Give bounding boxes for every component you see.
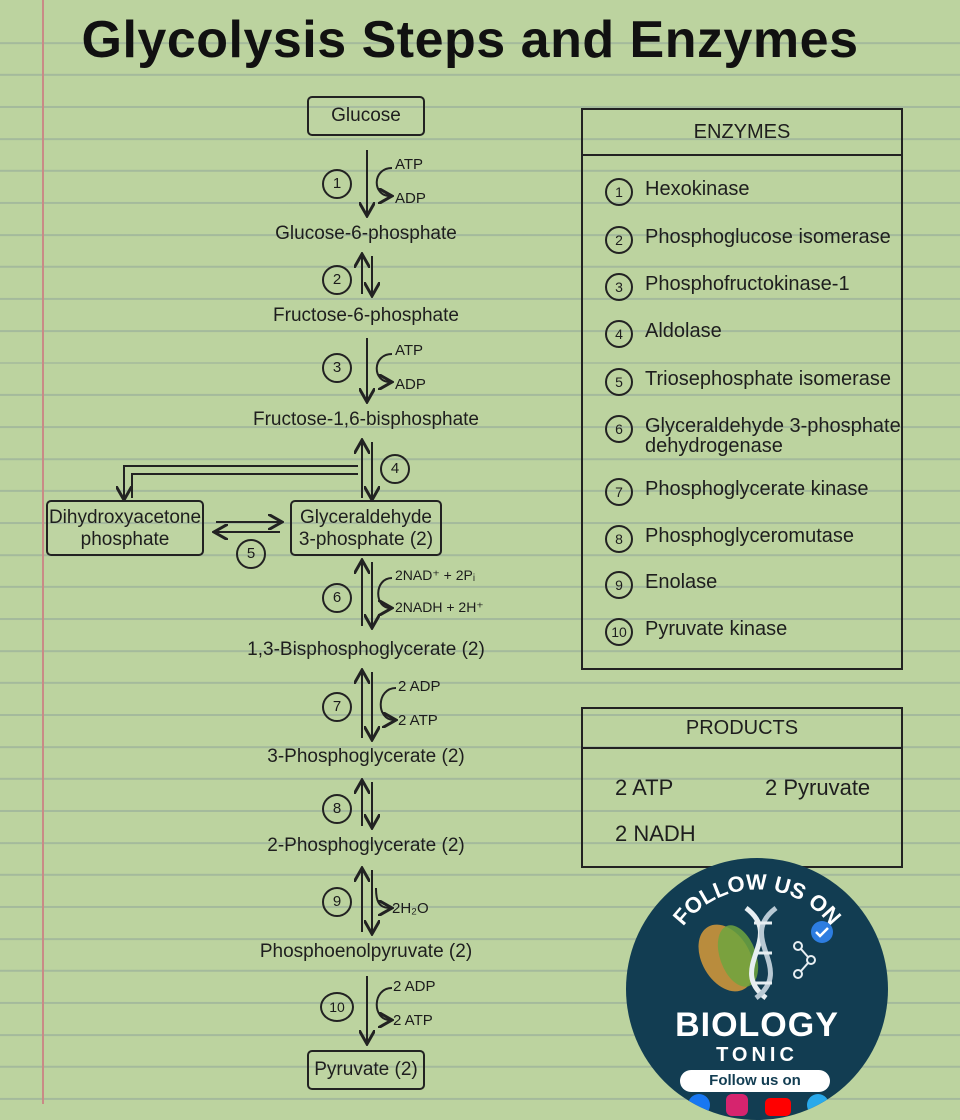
pg3-label: 3-Phosphoglycerate (2) <box>267 746 465 767</box>
arrow-step-4-branch-inner <box>131 473 358 498</box>
g3p-box: Glyceraldehyde 3-phosphate (2) <box>290 500 442 556</box>
step-number-1: 1 <box>322 169 352 199</box>
g6p-label: Glucose-6-phosphate <box>275 223 457 244</box>
cofactor-s7-in: 2 ADP <box>398 678 441 695</box>
cofactor-s10-in: 2 ADP <box>393 978 436 995</box>
cofactor-s3-in: ATP <box>395 342 424 359</box>
dhap-line1: Dihydroxyacetone <box>48 507 202 528</box>
enzyme-label-9: Enolase <box>645 571 718 593</box>
enzyme-label-10: Pyruvate kinase <box>645 618 788 640</box>
badge-brand-1: BIOLOGY <box>675 1006 839 1044</box>
enzyme-number-5: 5 <box>605 368 633 396</box>
enzymes-header: ENZYMES <box>583 110 901 156</box>
cofactor-curve-3 <box>375 353 392 382</box>
step-number-5: 5 <box>236 539 266 569</box>
cofactor-curve-1 <box>375 167 392 196</box>
cofactor-s6-in: 2NAD⁺ + 2Pᵢ <box>395 567 476 583</box>
cofactor-curve-7 <box>379 687 396 720</box>
enzyme-number-3: 3 <box>605 273 633 301</box>
enzyme-label-6: Glyceraldehyde 3-phosphate <box>645 415 901 437</box>
dhap-line2: phosphate <box>80 529 170 550</box>
cofactor-curve-10 <box>375 987 392 1020</box>
notebook-margin-line <box>42 0 44 1104</box>
g3p-line1: Glyceraldehyde <box>299 507 433 528</box>
cofactor-curve-6 <box>377 577 392 608</box>
enzyme-label-4: Aldolase <box>645 320 722 342</box>
enzyme-label-2: Phosphoglucose isomerase <box>645 226 891 248</box>
cofactor-s1-out: ADP <box>395 190 426 207</box>
dhap-box: Dihydroxyacetone phosphate <box>46 500 204 556</box>
cofactor-s9-out: 2H₂O <box>392 900 429 917</box>
enzyme-number-6: 6 <box>605 415 633 443</box>
step-number-9: 9 <box>322 887 352 917</box>
badge-brand-2: TONIC <box>716 1044 798 1066</box>
f6p-label: Fructose-6-phosphate <box>273 305 459 326</box>
step-number-8: 8 <box>322 794 352 824</box>
pep-label: Phosphoenolpyruvate (2) <box>259 941 473 962</box>
facebook-icon[interactable] <box>688 1094 710 1116</box>
enzyme-number-10: 10 <box>605 618 633 646</box>
step-number-4: 4 <box>380 454 410 484</box>
instagram-icon[interactable] <box>726 1094 749 1116</box>
products-header: PRODUCTS <box>583 709 901 749</box>
cofactor-s6-out: 2NADH + 2H⁺ <box>395 599 484 615</box>
enzyme-number-8: 8 <box>605 525 633 553</box>
enzyme-number-9: 9 <box>605 571 633 599</box>
youtube-icon[interactable] <box>764 1098 791 1116</box>
follow-us-pill[interactable]: Follow us on <box>680 1070 830 1092</box>
enzyme-label-6-line2: dehydrogenase <box>645 435 783 457</box>
cofactor-s1-in: ATP <box>395 156 424 173</box>
biology-tonic-badge[interactable]: FOLLOW US ON BIOLOGY TONIC Follow us on <box>626 858 888 1120</box>
enzyme-label-1: Hexokinase <box>645 178 750 200</box>
page-title: Glycolysis Steps and Enzymes <box>81 11 859 69</box>
enzyme-label-5: Triosephosphate isomerase <box>645 368 892 390</box>
cofactor-s7-out: 2 ATP <box>398 712 438 729</box>
telegram-icon[interactable] <box>807 1094 830 1116</box>
f16bp-label: Fructose-1,6-bisphosphate <box>252 409 479 430</box>
enzyme-label-3: Phosphofructokinase-1 <box>645 273 850 295</box>
step-number-6: 6 <box>322 583 352 613</box>
enzyme-number-1: 1 <box>605 178 633 206</box>
step-number-2: 2 <box>322 265 352 295</box>
product-atp: 2 ATP <box>615 775 674 800</box>
pg2-label: 2-Phosphoglycerate (2) <box>267 835 465 856</box>
enzyme-number-4: 4 <box>605 320 633 348</box>
cofactor-s10-out: 2 ATP <box>393 1012 433 1029</box>
social-icons <box>688 1094 830 1120</box>
step-number-7: 7 <box>322 692 352 722</box>
arrow-step-4-branch-outer <box>124 465 358 498</box>
pyruvate-box: Pyruvate (2) <box>307 1050 425 1090</box>
cofactor-curve-9 <box>375 887 390 908</box>
enzymes-panel: ENZYMES 1 Hexokinase 2 Phosphoglucose is… <box>581 108 903 670</box>
bpg13-label: 1,3-Bisphosphoglycerate (2) <box>247 639 485 660</box>
product-pyruvate: 2 Pyruvate <box>765 775 871 800</box>
enzyme-label-7: Phosphoglycerate kinase <box>645 478 869 500</box>
cofactor-s3-out: ADP <box>395 376 426 393</box>
enzyme-number-7: 7 <box>605 478 633 506</box>
g3p-line2: 3-phosphate (2) <box>298 529 434 550</box>
products-panel: PRODUCTS 2 ATP 2 Pyruvate 2 NADH <box>581 707 903 868</box>
step-number-3: 3 <box>322 353 352 383</box>
verified-check-icon <box>811 921 833 943</box>
step-number-10: 10 <box>320 992 354 1022</box>
enzyme-label-8: Phosphoglyceromutase <box>645 525 855 547</box>
badge-graphic: FOLLOW US ON <box>668 869 846 1000</box>
glucose-box: Glucose <box>307 96 425 136</box>
product-nadh: 2 NADH <box>615 821 696 846</box>
enzyme-number-2: 2 <box>605 226 633 254</box>
dna-icon <box>698 906 816 1000</box>
